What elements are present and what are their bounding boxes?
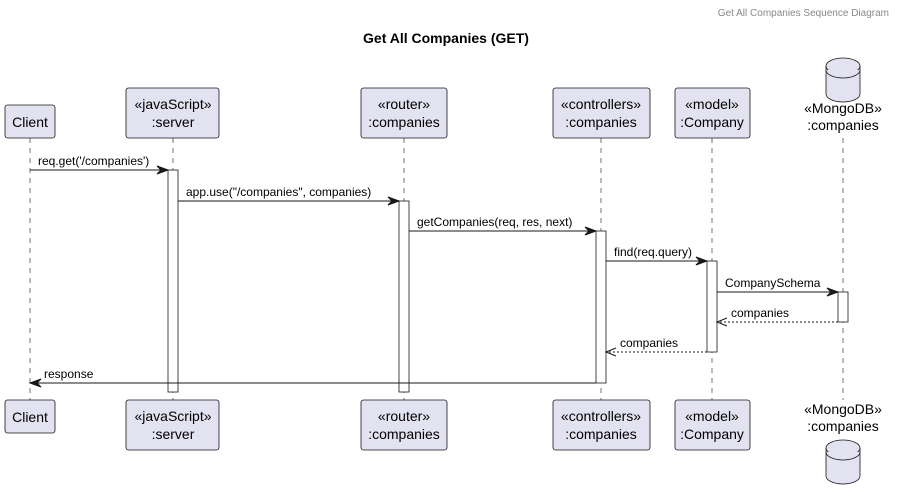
message-label: response bbox=[44, 367, 94, 381]
participant-top-router-line0: «router» bbox=[378, 96, 430, 112]
participant-bottom-controller: «controllers» :companies bbox=[552, 399, 651, 451]
message-2: app.use("/companies", companies) bbox=[178, 185, 401, 206]
participant-top-server-line0: «javaScript» bbox=[134, 96, 211, 112]
message-label: CompanySchema bbox=[725, 276, 821, 290]
participant-top-controller: «controllers» :companies bbox=[552, 87, 651, 139]
diagram-header: Get All Companies Sequence Diagram bbox=[718, 8, 889, 19]
arrowhead bbox=[695, 256, 709, 266]
participant-bottom-server-line1: :server bbox=[152, 426, 195, 442]
participant-top-model-line1: :Company bbox=[680, 114, 744, 130]
participant-bottom-model: «model» :Company bbox=[674, 399, 751, 451]
message-label: companies bbox=[620, 336, 678, 350]
participant-top-router: «router» :companies bbox=[360, 87, 448, 139]
arrowhead bbox=[28, 378, 42, 388]
participant-bottom-server-line0: «javaScript» bbox=[134, 408, 211, 424]
participant-bottom-client-line0: Client bbox=[12, 409, 48, 425]
participant-bottom-model-line0: «model» bbox=[685, 408, 739, 424]
participant-bottom-router: «router» :companies bbox=[360, 399, 448, 451]
participant-bottom-controller-line1: :companies bbox=[565, 426, 637, 442]
participant-top-model-line0: «model» bbox=[685, 96, 739, 112]
participant-bottom-router-line1: :companies bbox=[368, 426, 440, 442]
participant-top-router-line1: :companies bbox=[368, 114, 440, 130]
activation-controller bbox=[595, 230, 607, 384]
participants-top: Client «javaScript» :server «router» :compan… bbox=[4, 57, 882, 139]
message-label: app.use("/companies", companies) bbox=[186, 185, 371, 199]
participant-top-controller-line0: «controllers» bbox=[561, 96, 641, 112]
activation-server bbox=[167, 169, 179, 393]
participant-top-client: Client bbox=[4, 104, 56, 139]
participant-top-db-line1: :companies bbox=[807, 117, 879, 133]
participants-bottom: Client «javaScript» :server «router» :compan… bbox=[4, 399, 882, 485]
participant-top-client-line0: Client bbox=[12, 114, 48, 130]
activation-model bbox=[706, 260, 718, 353]
participant-bottom-model-line1: :Company bbox=[680, 426, 744, 442]
message-5: CompanySchema bbox=[717, 276, 840, 297]
message-7: companies bbox=[604, 336, 707, 357]
message-6: companies bbox=[715, 306, 838, 327]
participant-bottom-controller-line0: «controllers» bbox=[561, 408, 641, 424]
message-label: companies bbox=[731, 306, 789, 320]
participant-bottom-db-line0: «MongoDB» bbox=[804, 401, 882, 417]
arrowhead bbox=[826, 287, 840, 297]
participant-top-server-line1: :server bbox=[152, 114, 195, 130]
message-label: find(req.query) bbox=[614, 245, 692, 259]
participant-bottom-server: «javaScript» :server bbox=[125, 399, 220, 451]
activation-router bbox=[398, 200, 410, 393]
activation-bars bbox=[167, 169, 849, 393]
participant-bottom-client: Client bbox=[4, 399, 56, 434]
participant-top-controller-line1: :companies bbox=[565, 114, 637, 130]
participant-top-model: «model» :Company bbox=[674, 87, 751, 139]
message-8: response bbox=[28, 367, 596, 388]
message-1: req.get('/companies') bbox=[30, 154, 170, 175]
message-4: find(req.query) bbox=[606, 245, 709, 266]
message-3: getCompanies(req, res, next) bbox=[409, 215, 598, 236]
activation-db bbox=[837, 291, 849, 323]
arrowhead bbox=[387, 196, 401, 206]
database-icon bbox=[825, 57, 861, 103]
diagram-title: Get All Companies (GET) bbox=[363, 30, 529, 46]
database-icon bbox=[825, 439, 861, 485]
messages: req.get('/companies') app.use("/companies… bbox=[28, 154, 840, 388]
participant-bottom-router-line0: «router» bbox=[378, 408, 430, 424]
message-label: req.get('/companies') bbox=[38, 154, 149, 168]
participant-top-db-line0: «MongoDB» bbox=[804, 100, 882, 116]
participant-top-server: «javaScript» :server bbox=[125, 87, 220, 139]
arrowhead bbox=[584, 226, 598, 236]
arrowhead bbox=[715, 317, 728, 327]
participant-bottom-db-line1: :companies bbox=[807, 418, 879, 434]
arrowhead bbox=[604, 347, 617, 357]
arrowhead bbox=[156, 165, 170, 175]
lifelines bbox=[29, 138, 844, 400]
message-label: getCompanies(req, res, next) bbox=[417, 215, 572, 229]
